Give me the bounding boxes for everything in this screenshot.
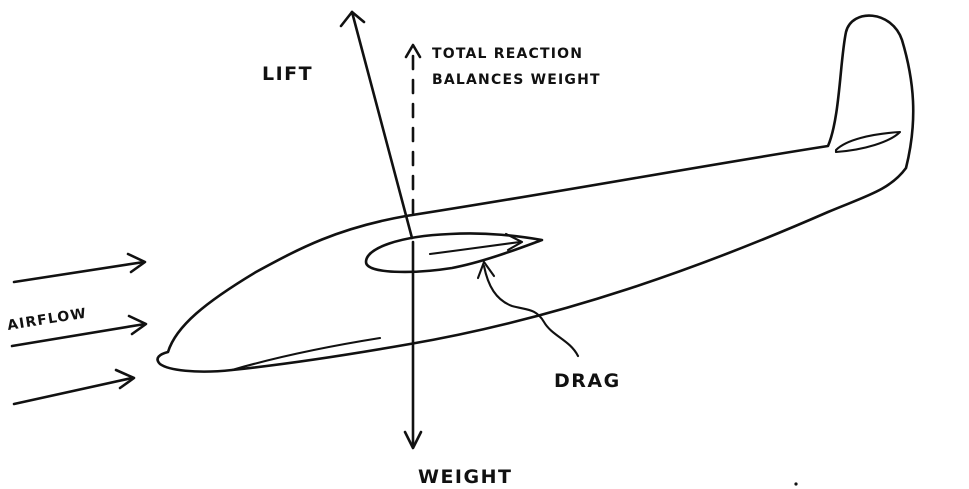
lift-label: LIFT	[262, 63, 313, 85]
total-reaction-label-line1: TOTAL REACTION	[432, 46, 583, 62]
total-reaction-arrow-head	[404, 43, 422, 59]
drag-leader	[476, 260, 580, 358]
airflow-arrow-3-head	[114, 368, 136, 390]
lift-arrow-shaft	[350, 10, 414, 240]
fuselage-underside-line	[230, 336, 382, 372]
glider	[156, 14, 915, 373]
drag-leader-line	[482, 264, 580, 358]
wing	[364, 232, 544, 274]
airflow-arrows	[10, 252, 148, 406]
fuselage-outline	[156, 14, 915, 373]
airflow-arrow-2-shaft	[10, 322, 147, 348]
total-reaction-arrow	[404, 43, 422, 224]
drag-arrow-on-wing	[428, 232, 524, 256]
drag-label: DRAG	[554, 370, 621, 392]
lift-arrow	[339, 10, 414, 240]
drag-leader-arrowhead	[476, 260, 496, 280]
airflow-arrow-2-head	[127, 314, 148, 336]
tailplane	[834, 130, 902, 154]
weight-arrow-head	[403, 430, 423, 450]
drag-arrow-shaft	[428, 240, 522, 256]
total-reaction-label-line2: BALANCES WEIGHT	[432, 72, 601, 88]
airflow-arrow-1-head	[126, 252, 147, 274]
stray-ink-dot	[794, 482, 798, 486]
drag-arrow-head	[504, 232, 524, 252]
airflow-label: AIRFLOW	[6, 306, 88, 334]
airflow-arrow-3-shaft	[12, 376, 134, 406]
airflow-arrow-1-shaft	[12, 260, 146, 284]
weight-label: WEIGHT	[418, 466, 512, 488]
lift-arrow-head	[339, 10, 366, 28]
weight-arrow	[403, 240, 423, 450]
